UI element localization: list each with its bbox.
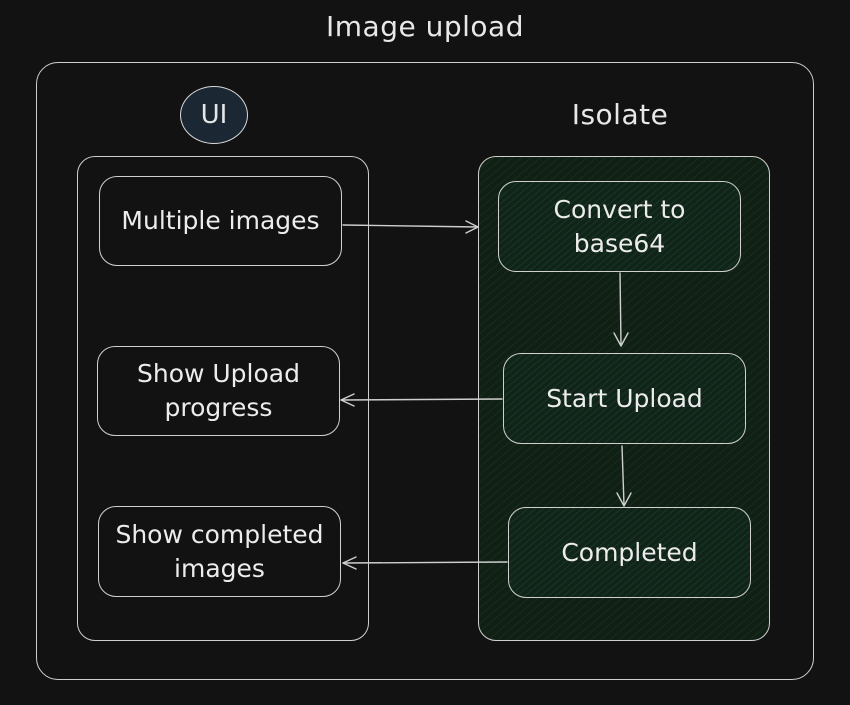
completed-label: Completed	[561, 537, 698, 567]
multiple-images-node: Multiple images	[99, 176, 342, 266]
ui-badge-label: UI	[200, 100, 228, 130]
show-completed-label-line2: images	[174, 553, 265, 583]
convert-to-base64-node: Convert to base64	[498, 181, 741, 272]
start-upload-node: Start Upload	[503, 353, 746, 444]
show-upload-progress-label-line2: progress	[164, 393, 273, 422]
isolate-label: Isolate	[571, 98, 669, 131]
convert-label-line1: Convert to	[553, 194, 686, 224]
show-upload-progress-label-line1: Show Upload	[136, 359, 300, 389]
ui-badge: UI	[180, 86, 248, 144]
image-upload-frame	[36, 62, 814, 680]
multiple-images-label: Multiple images	[121, 206, 320, 236]
completed-node: Completed	[508, 507, 751, 598]
show-completed-label-line1: Show completed	[115, 519, 324, 549]
show-completed-images-node: Show completed images	[98, 506, 341, 597]
show-upload-progress-node: Show Upload progress	[97, 346, 340, 436]
start-upload-label: Start Upload	[546, 383, 703, 413]
convert-label-line2: base64	[573, 228, 666, 258]
diagram-title: Image upload	[326, 10, 524, 43]
